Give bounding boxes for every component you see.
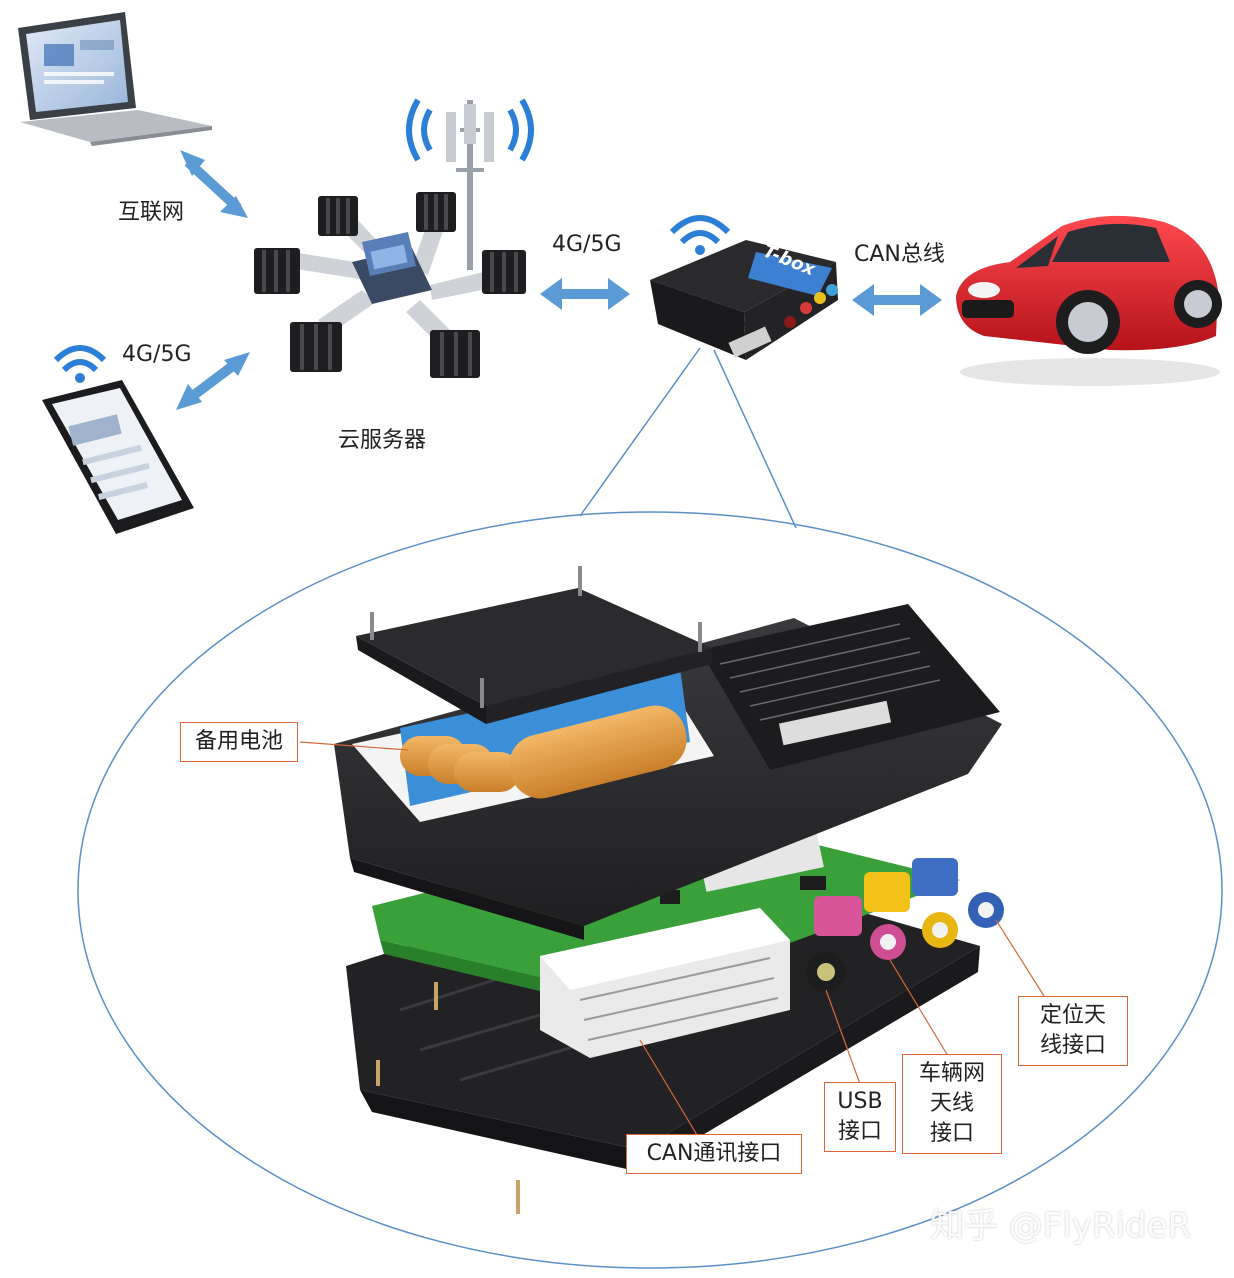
- cell-tower-icon: [406, 98, 534, 270]
- can-bus-arrow: [852, 284, 942, 316]
- zoom-outline: [77, 347, 1223, 1269]
- car-icon: [956, 215, 1222, 386]
- usb-pink-connector: [814, 896, 906, 960]
- callout-backup-battery-text: 备用电池: [194, 729, 283, 754]
- callout-can-port: CAN通讯接口: [626, 1134, 802, 1174]
- callout-vehicle-antenna-line-2: 天线: [929, 1091, 974, 1116]
- laptop-icon: [18, 12, 212, 146]
- mobile-wifi-icon: [53, 345, 107, 383]
- cloud-server-icon: [254, 192, 526, 378]
- callout-gps-antenna-line-2: 线接口: [1039, 1033, 1106, 1058]
- callout-gps-antenna-line-1: 定位天: [1039, 1003, 1106, 1028]
- smartphone-icon: [42, 380, 194, 534]
- callout-backup-battery: 备用电池: [180, 722, 298, 762]
- cloud-server-label: 云服务器: [338, 428, 427, 453]
- callout-usb-line-2: 接口: [837, 1119, 882, 1144]
- tbox-device: [650, 240, 838, 360]
- callout-usb-line-1: USB: [837, 1089, 883, 1114]
- callout-gps-antenna: 定位天 线接口: [1018, 996, 1128, 1066]
- tbox-wifi-icon: [669, 215, 731, 255]
- callout-vehicle-antenna-line-3: 接口: [929, 1121, 974, 1146]
- can-bus-label: CAN总线: [854, 242, 945, 267]
- callout-vehicle-antenna: 车辆网 天线 接口: [902, 1054, 1002, 1154]
- vehicle-antenna-connector: [864, 872, 958, 948]
- tbox-exploded-view: [334, 566, 1004, 1214]
- tbox-link-label: 4G/5G: [552, 232, 622, 257]
- callout-can-port-text: CAN通讯接口: [646, 1141, 782, 1166]
- gps-antenna-connector: [912, 858, 1004, 928]
- mobile-link-label: 4G/5G: [122, 342, 192, 367]
- callout-usb-port: USB 接口: [824, 1082, 896, 1152]
- callout-leaders: [299, 741, 1045, 1141]
- watermark: 知乎 @FlyRideR: [930, 1206, 1192, 1246]
- mobile-arrow: [176, 352, 250, 410]
- internet-label: 互联网: [118, 200, 185, 225]
- callout-vehicle-antenna-line-1: 车辆网: [918, 1061, 985, 1086]
- internet-arrow: [180, 150, 248, 218]
- server-tbox-arrow: [540, 278, 630, 310]
